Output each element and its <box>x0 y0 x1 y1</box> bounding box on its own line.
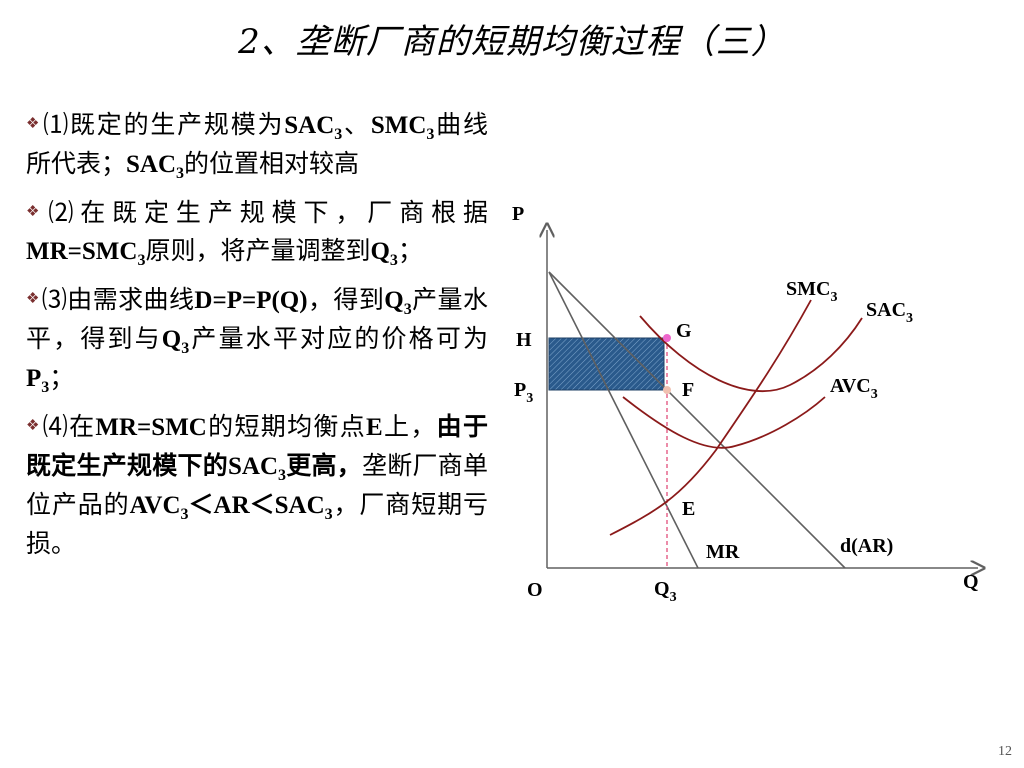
loss-area <box>548 337 665 391</box>
diamond-bullet-icon: ❖ <box>26 416 41 434</box>
bullet-3: ❖⑶由需求曲线D=P=P(Q)，得到Q3产量水平，得到与Q3产量水平对应的价格可… <box>26 285 488 396</box>
monopoly-short-run-diagram: P Q O H G F E MR d(AR) P3 Q3 SMC3 SAC3 A… <box>512 203 1020 605</box>
point-g <box>663 334 671 342</box>
diamond-bullet-icon: ❖ <box>26 202 47 220</box>
p3-label: P3 <box>514 379 533 406</box>
bullet-1: ❖⑴既定的生产规模为SAC3、SMC3曲线所代表；SAC3的位置相对较高 <box>26 110 488 182</box>
smc-label: SMC3 <box>786 278 837 305</box>
mr-curve <box>548 271 699 569</box>
g-label: G <box>676 320 692 342</box>
page-number: 12 <box>998 744 1012 759</box>
bullet-4: ❖⑷在MR=SMC的短期均衡点E上，由于既定生产规模下的SAC3更高，垄断厂商单… <box>26 412 488 558</box>
avc-curve <box>622 396 826 449</box>
mr-label: MR <box>706 541 740 563</box>
demand-curve <box>548 271 846 569</box>
y-axis-label: P <box>512 203 524 225</box>
bullet-2: ❖⑵在既定生产规模下，厂商根据MR=SMC3原则，将产量调整到Q3； <box>26 198 488 269</box>
slide-title: 2、垄断厂商的短期均衡过程（三） <box>238 22 786 62</box>
h-label: H <box>516 329 532 351</box>
diamond-bullet-icon: ❖ <box>26 289 40 307</box>
q3-label: Q3 <box>654 578 677 605</box>
demand-label: d(AR) <box>840 535 893 557</box>
f-label: F <box>682 379 694 401</box>
smc-curve <box>609 299 812 536</box>
point-f <box>663 386 671 394</box>
avc-label: AVC3 <box>830 375 878 402</box>
origin-label: O <box>527 579 543 601</box>
diamond-bullet-icon: ❖ <box>26 114 42 132</box>
sac-curve <box>639 315 863 393</box>
e-label: E <box>682 498 695 520</box>
sac-label: SAC3 <box>866 299 913 326</box>
x-axis-label: Q <box>963 571 979 593</box>
bullet-list: ❖⑴既定的生产规模为SAC3、SMC3曲线所代表；SAC3的位置相对较高 ❖⑵在… <box>26 104 488 571</box>
